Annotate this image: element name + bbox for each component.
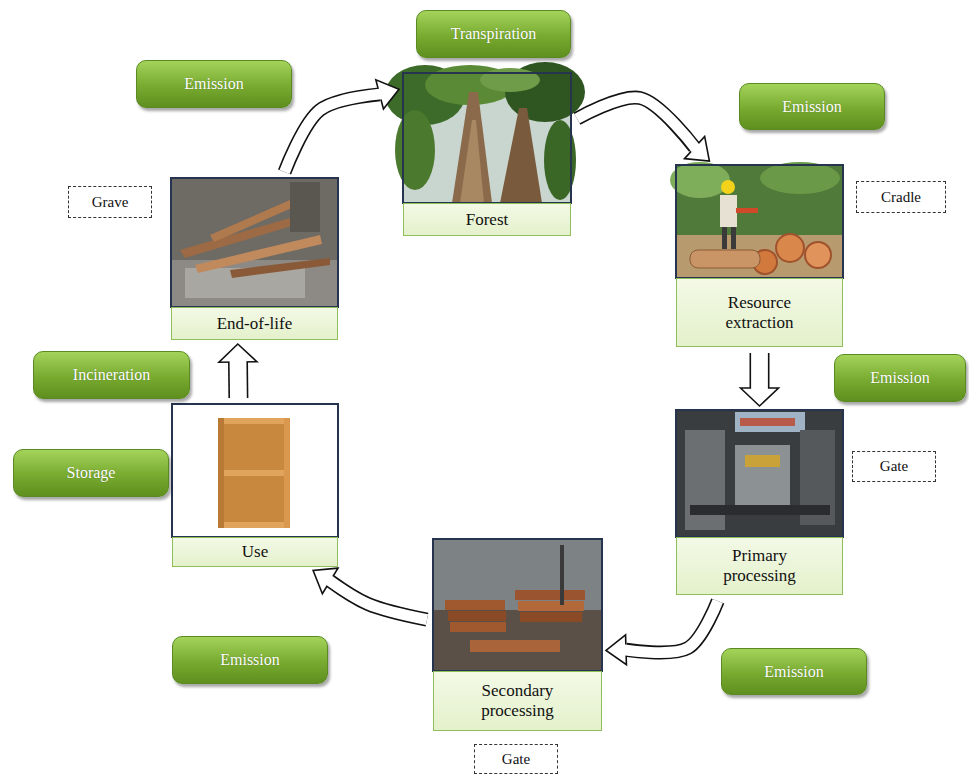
photo-area [676,165,843,278]
boundary-tag: Gate [852,451,936,482]
arrow-head [741,388,779,406]
arrow-body [285,94,382,172]
node-text: Emission [220,651,280,669]
hollow-flow-arrow [313,568,427,619]
emission-tag: Emission [136,60,292,108]
node-text: Emission [870,369,930,387]
stage-label: Secondary processing [433,671,602,731]
node-text: Grave [92,194,129,211]
photo-area [172,404,338,537]
node-text: Gate [502,751,530,768]
emission-tag: Emission [721,648,867,695]
node-text: Use [242,542,268,562]
planks-photo [433,539,602,671]
arrow-body [751,353,768,390]
arrow-head [606,635,626,665]
emission-tag: Emission [172,636,328,684]
arrow-body [328,580,427,620]
node-text: Gate [880,458,908,475]
stage-label: Forest [403,203,571,236]
node-text: End-of-life [217,314,293,334]
hollow-flow-arrow [741,353,779,406]
node-text: Forest [466,210,509,230]
hollow-flow-arrow [285,80,399,172]
hollow-flow-arrow [577,98,709,161]
process-flow-tag: Incineration [33,351,190,399]
stage-box: Primary processing [676,410,843,595]
stage-label: Use [172,537,338,567]
boundary-tag: Grave [68,186,152,218]
arrow-body [230,360,247,398]
process-flow-tag: Transpiration [416,10,571,58]
node-text: Storage [67,464,116,482]
node-text: Secondary processing [456,681,579,720]
node-text: Emission [782,98,842,116]
node-text: Emission [184,75,244,93]
stage-label: Resource extraction [676,278,843,347]
stage-box: Resource extraction [676,165,843,347]
forest-photo [385,62,585,203]
arrow-body [577,98,696,149]
stage-label: End-of-life [171,307,338,340]
node-text: Resource extraction [699,293,820,332]
photo-area [433,539,602,671]
boundary-tag: Gate [474,744,558,774]
stage-box: Use [172,404,338,567]
node-text: Transpiration [451,25,537,43]
hollow-flow-arrow [219,344,257,398]
emission-tag: Emission [834,354,966,402]
sawmill-photo [676,410,843,537]
hollow-flow-arrow [606,601,718,665]
node-text: Cradle [881,189,921,206]
waste-wood-photo [171,178,338,307]
stage-box: Forest [403,73,571,236]
boundary-tag: Cradle [856,181,946,213]
bookshelf-picture [172,404,338,537]
node-text: Emission [764,663,824,681]
node-text: Incineration [73,366,150,384]
emission-tag: Emission [739,83,885,130]
node-text: Primary processing [699,546,820,585]
arrow-head [219,344,257,362]
logging-photo [670,162,843,278]
process-flow-tag: Storage [13,449,169,497]
stage-box: Secondary processing [433,539,602,731]
arrow-body [624,601,718,653]
photo-area [676,410,843,537]
photo-area [403,73,571,203]
stage-box: End-of-life [171,178,338,340]
stage-label: Primary processing [676,537,843,595]
photo-area [171,178,338,307]
